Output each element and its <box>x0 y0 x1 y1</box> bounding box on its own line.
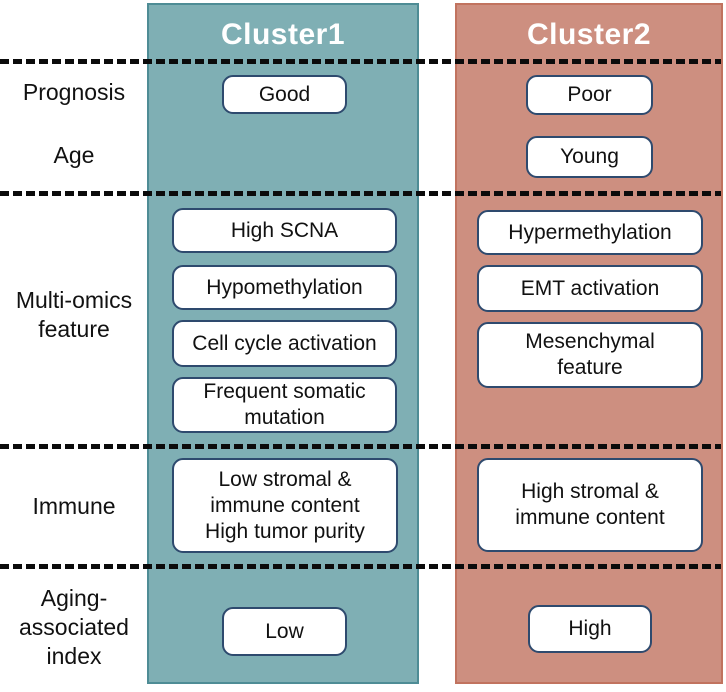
dashed-separator-2 <box>0 191 721 196</box>
row-label-age: Age <box>53 142 95 168</box>
row-label-multi-omics-feature: Multi-omics feature <box>15 287 133 342</box>
row-label-immune: Immune <box>32 493 116 519</box>
box-cluster2-mesenchymal-feature: Mesenchymal feature <box>477 322 703 388</box>
cluster1-title: Cluster1 <box>220 18 346 51</box>
box-cluster1-high-scna: High SCNA <box>172 208 397 253</box>
box-cluster2-hypermethylation: Hypermethylation <box>477 210 703 255</box>
box-cluster2-age: Young <box>526 136 653 178</box>
box-cluster2-aging-index: High <box>528 605 652 653</box>
box-cluster1-hypomethylation: Hypomethylation <box>172 265 397 310</box>
box-cluster1-frequent-somatic-mutation: Frequent somatic mutation <box>172 377 397 433</box>
box-cluster1-aging-index: Low <box>222 607 347 656</box>
box-cluster2-immune: High stromal & immune content <box>477 458 703 552</box>
row-label-prognosis: Prognosis <box>22 79 126 105</box>
row-label-aging-associated-index: Aging- associated index <box>19 585 129 669</box>
box-cluster2-emt-activation: EMT activation <box>477 265 703 312</box>
cluster2-title: Cluster2 <box>526 18 652 51</box>
box-cluster2-prognosis: Poor <box>526 75 653 115</box>
box-cluster1-immune: Low stromal & immune content High tumor … <box>172 458 398 553</box>
dashed-separator-1 <box>0 59 721 64</box>
dashed-separator-3 <box>0 444 721 449</box>
box-cluster1-prognosis: Good <box>222 75 347 114</box>
dashed-separator-4 <box>0 564 721 569</box>
box-cluster1-cell-cycle-activation: Cell cycle activation <box>172 320 397 367</box>
